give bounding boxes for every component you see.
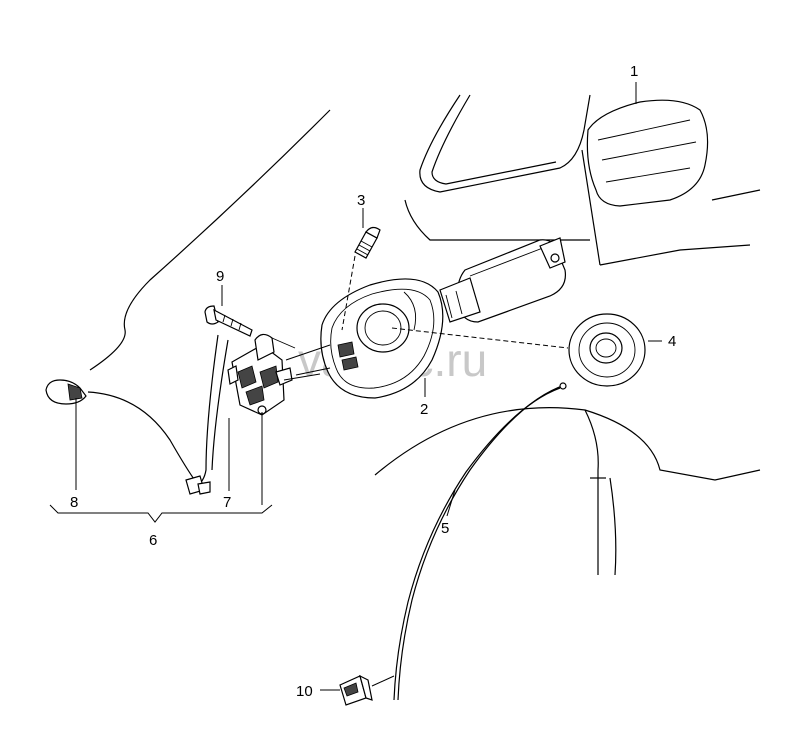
fuel-flap-cover <box>586 99 709 207</box>
callout-2: 2 <box>420 401 428 418</box>
callout-5: 5 <box>441 520 449 537</box>
hose-clip <box>339 674 373 706</box>
fuel-filler-housing <box>320 278 444 399</box>
callout-7: 7 <box>223 494 231 511</box>
assembly-lines <box>285 255 569 376</box>
group-bracket <box>49 504 273 523</box>
callout-10: 10 <box>296 683 313 700</box>
callout-8: 8 <box>70 494 78 511</box>
drain-hose <box>393 382 567 701</box>
callout-4: 4 <box>668 333 676 350</box>
callout-labels: 1 2 3 4 5 6 7 8 9 10 <box>70 63 676 700</box>
filler-neck-pipe <box>439 237 567 323</box>
emergency-release-handle <box>45 379 87 405</box>
callout-3: 3 <box>357 192 365 209</box>
callout-9: 9 <box>216 268 224 285</box>
actuator-unit <box>227 333 321 416</box>
release-cable <box>87 334 229 495</box>
screw <box>354 226 381 259</box>
vehicle-body-outline <box>89 94 761 576</box>
bolt <box>204 305 253 337</box>
leader-lines <box>75 82 662 691</box>
sealing-ring <box>568 313 646 387</box>
callout-6: 6 <box>149 532 157 549</box>
callout-1: 1 <box>630 63 638 80</box>
